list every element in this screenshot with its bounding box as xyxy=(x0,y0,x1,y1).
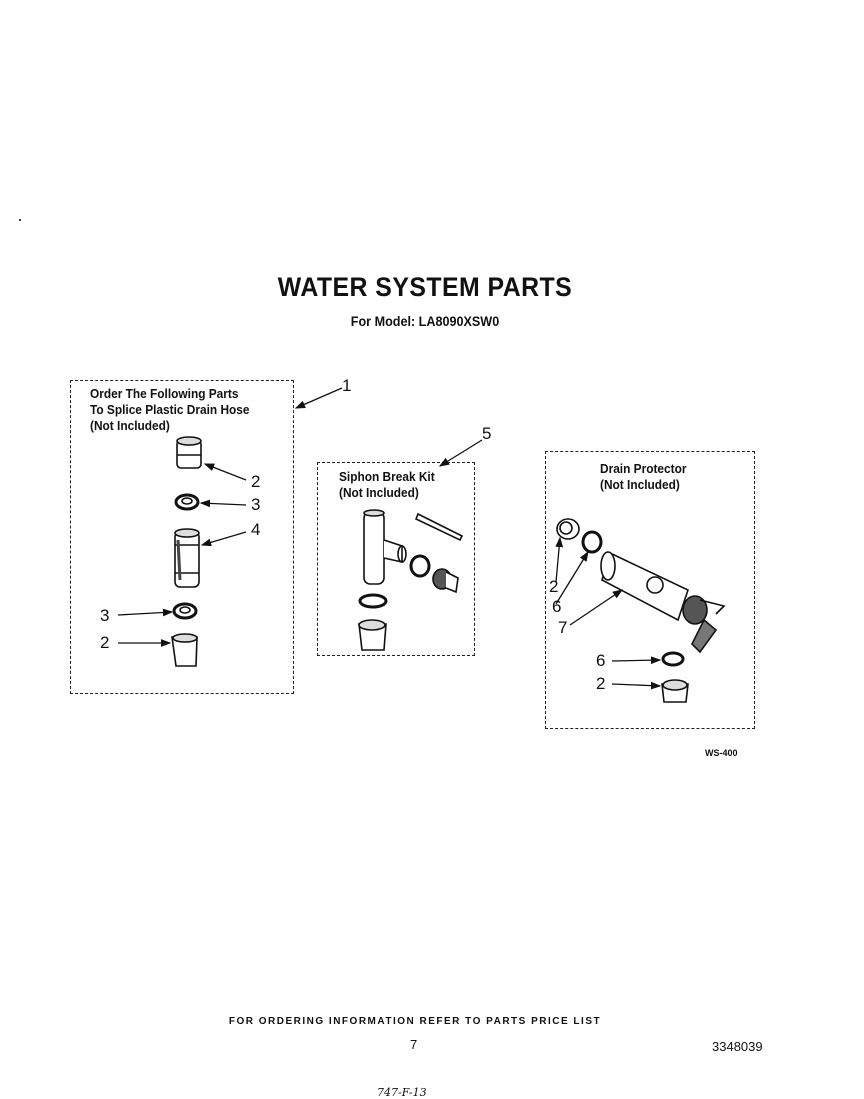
page-number: 7 xyxy=(410,1037,418,1052)
drain-protector-body xyxy=(600,551,726,654)
callout-6: 6 xyxy=(552,597,562,616)
callout-2: 2 xyxy=(100,633,110,652)
leader-lines xyxy=(117,387,662,690)
group-label-line: Order The Following Parts xyxy=(90,387,239,401)
callout-3: 3 xyxy=(251,495,261,514)
handwritten-note: 747-F-13 xyxy=(377,1086,427,1099)
group-box-drain-protector xyxy=(545,451,755,729)
clamp-part-3-bottom xyxy=(172,602,198,620)
connector-part-2-bottom xyxy=(171,633,198,667)
document-number: 3348039 xyxy=(712,1039,763,1054)
protector-cap-2-bottom xyxy=(661,679,689,703)
ordering-info-note: FOR ORDERING INFORMATION REFER TO PARTS … xyxy=(228,1016,602,1027)
callout-1: 1 xyxy=(342,376,352,395)
siphon-ring xyxy=(358,593,388,609)
siphon-clamp xyxy=(409,554,431,578)
callout-5: 5 xyxy=(482,424,492,443)
group-label-drain-protector: Drain Protector (Not Included) xyxy=(600,461,686,493)
group-label-line: (Not Included) xyxy=(600,478,680,492)
group-label-siphon-break-kit: Siphon Break Kit (Not Included) xyxy=(339,469,435,501)
clamp-part-3-top xyxy=(174,493,200,511)
page-title: WATER SYSTEM PARTS xyxy=(277,272,573,302)
group-box-siphon-break-kit xyxy=(317,462,475,656)
group-label-drain-hose-splice: Order The Following Parts To Splice Plas… xyxy=(90,386,253,434)
group-label-line: To Splice Plastic Drain Hose xyxy=(90,403,250,417)
callout-2: 2 xyxy=(596,674,606,693)
callout-3: 3 xyxy=(100,606,110,625)
connector-part-2-top xyxy=(176,436,202,469)
callout-2: 2 xyxy=(549,577,559,596)
model-subtitle: For Model: LA8090XSW0 xyxy=(350,313,500,329)
callout-6: 6 xyxy=(596,651,606,670)
siphon-tee-fitting xyxy=(363,509,407,585)
group-box-drain-hose-splice xyxy=(70,380,294,694)
protector-ring-6-bottom xyxy=(661,651,685,667)
callout-2: 2 xyxy=(251,472,261,491)
siphon-cap xyxy=(432,568,459,594)
group-label-line: Drain Protector xyxy=(600,462,687,476)
stray-mark xyxy=(19,219,21,221)
callout-4: 4 xyxy=(251,520,261,539)
group-label-line: (Not Included) xyxy=(90,419,170,433)
group-label-line: Siphon Break Kit xyxy=(339,470,435,484)
diagram-code: WS-400 xyxy=(705,748,738,758)
siphon-connector xyxy=(358,619,387,651)
group-label-line: (Not Included) xyxy=(339,486,419,500)
coupling-part-4 xyxy=(174,528,200,588)
siphon-clip xyxy=(414,512,464,542)
protector-ring-6-top xyxy=(581,530,603,554)
callout-7: 7 xyxy=(558,618,568,637)
protector-cap-2-top xyxy=(556,518,580,540)
